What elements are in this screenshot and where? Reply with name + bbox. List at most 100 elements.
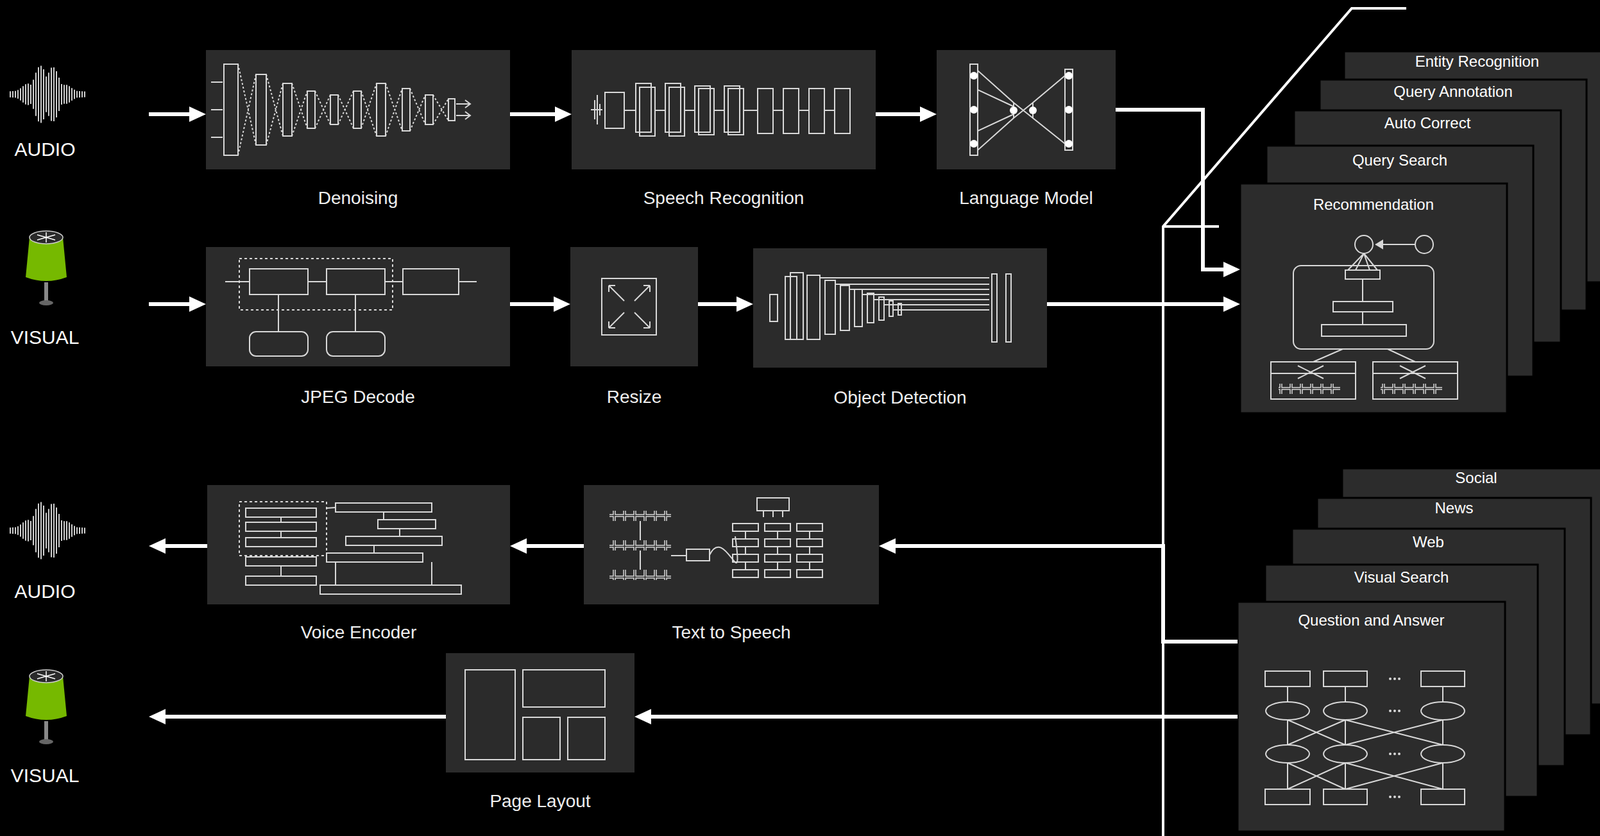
object-detection-network [878, 297, 885, 321]
text-to-speech-network [732, 538, 759, 547]
page-layout-icon [465, 669, 516, 760]
io-icon-label: AUDIO [0, 493, 149, 607]
speech-recognition-network [728, 88, 744, 135]
lamp-icon [25, 230, 67, 306]
object-detection-network [867, 293, 874, 323]
audio-waveform [84, 91, 86, 98]
denoising-network [307, 91, 315, 129]
voice-encoder-network [245, 522, 317, 532]
resize-icon [601, 278, 657, 335]
flow-arrow [697, 302, 745, 307]
audio-waveform [19, 524, 22, 537]
flow-arrow [148, 302, 197, 307]
audio-waveform [45, 76, 47, 113]
resize-icon [608, 285, 650, 328]
object-detection-network [854, 289, 863, 327]
service-card: Query Search [1266, 145, 1534, 377]
text-to-speech-network [745, 531, 810, 570]
text-to-speech-network [796, 523, 823, 532]
denoising-network [456, 100, 471, 120]
lamp-icon [37, 671, 56, 682]
audio-waveform [66, 520, 68, 541]
card-title: Entity Recognition [1344, 51, 1600, 72]
audio-waveform [30, 84, 32, 104]
language-model-network [1029, 106, 1037, 115]
recommendation-model [1270, 348, 1458, 379]
audio-waveform [68, 522, 70, 539]
audio-waveform [71, 524, 73, 537]
io-icon-label: AUDIO [0, 57, 149, 167]
box-label: Text to Speech [583, 621, 879, 645]
question-answer-model [1287, 686, 1443, 790]
question-answer-model [1323, 701, 1368, 720]
object-detection-network [769, 272, 1012, 342]
voice-encoder-network [320, 585, 462, 595]
text-to-speech-network [796, 569, 823, 578]
audio-waveform [22, 85, 24, 103]
text-to-speech-network [732, 523, 759, 532]
io-label: AUDIO [0, 137, 90, 162]
service-card: Auto Correct [1293, 110, 1561, 343]
service-card-panel [1237, 601, 1506, 832]
process-panel [570, 246, 698, 367]
box-label: Voice Encoder [207, 621, 511, 645]
question-answer-model [1393, 795, 1396, 799]
card-title: Social [1342, 468, 1600, 488]
audio-waveform [76, 91, 78, 99]
jpeg-decode-blocks [402, 268, 459, 295]
question-answer-model [1265, 671, 1311, 687]
audio-waveform [32, 79, 35, 110]
audio-waveform [17, 526, 19, 535]
audio-waveform [63, 84, 65, 104]
speech-recognition-network [834, 88, 851, 134]
io-icon-label: VISUAL [0, 224, 149, 353]
service-card-panel [1240, 183, 1507, 414]
service-card: Web [1292, 528, 1565, 766]
flow-arrow [887, 545, 1238, 642]
question-answer-model [1393, 752, 1396, 756]
speech-recognition-network [808, 88, 825, 134]
lamp-icon [44, 282, 49, 302]
io-label: VISUAL [0, 764, 90, 788]
process-box: Speech Recognition [571, 50, 876, 210]
jpeg-decode-blocks [225, 281, 477, 332]
language-model-network [970, 105, 978, 114]
audio-waveform [73, 526, 76, 536]
audio-waveform [78, 91, 81, 98]
question-answer-model [1397, 795, 1401, 799]
audio-waveform [53, 67, 55, 122]
jpeg-decode-blocks [326, 268, 385, 295]
process-box: Page Layout [445, 653, 635, 813]
lamp-icon [39, 300, 54, 306]
question-answer-model [1265, 744, 1310, 763]
object-detection-network [889, 300, 894, 317]
audio-waveform [14, 91, 17, 98]
audio-waveform [32, 515, 35, 546]
audio-waveform [53, 503, 55, 558]
object-detection-network [991, 273, 997, 342]
jpeg-decode-blocks [249, 331, 308, 357]
language-model-network [970, 71, 978, 80]
question-answer-model [1265, 789, 1311, 805]
speech-recognition-network [665, 83, 681, 133]
speech-recognition-network [635, 83, 652, 133]
flow-arrow [510, 112, 563, 117]
page-layout-icon [522, 669, 605, 707]
text-to-speech-network [671, 536, 738, 563]
audio-waveform [58, 77, 60, 111]
question-answer-model [1323, 671, 1368, 687]
question-answer-model [1393, 677, 1396, 681]
speech-recognition-network [624, 109, 835, 111]
recommendation-model [1278, 383, 1341, 394]
question-answer-model [1388, 795, 1392, 799]
io-icon-label: VISUAL [0, 663, 149, 793]
box-label: Speech Recognition [571, 186, 876, 210]
audio-waveform [22, 522, 24, 539]
recommendation-model [1293, 265, 1434, 349]
object-detection-network [1005, 273, 1012, 342]
speech-recognition-network [590, 83, 851, 137]
service-card: Question and Answer [1237, 601, 1506, 832]
text-to-speech-network [764, 538, 791, 547]
audio-waveform [84, 527, 86, 534]
